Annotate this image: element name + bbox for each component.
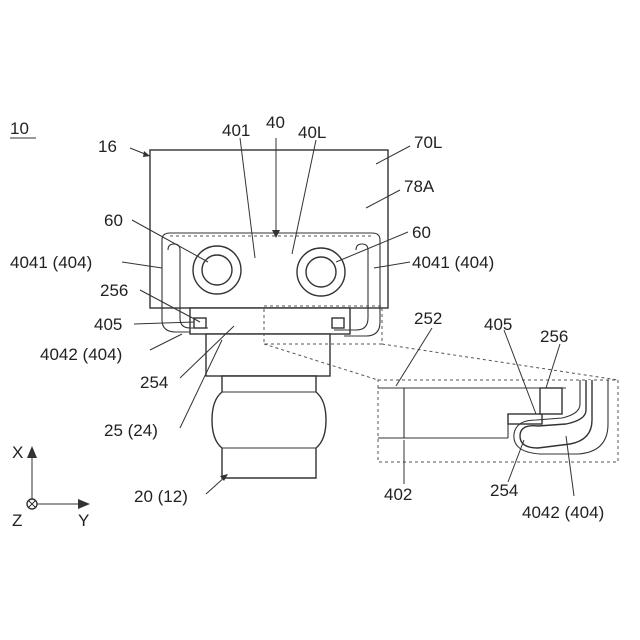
label-detail-256: 256 xyxy=(540,327,568,346)
figure-number: 10 xyxy=(10,119,29,138)
body-25 xyxy=(206,334,330,376)
detail-view xyxy=(378,380,608,454)
label-arm-left: 4041 (404) xyxy=(10,253,92,272)
label-detail-4042: 4042 (404) xyxy=(522,503,604,522)
axes-indicator xyxy=(27,446,90,509)
label-screw-right: 60 xyxy=(412,223,431,242)
axis-z-label: Z xyxy=(12,511,22,530)
tab-right xyxy=(332,318,344,328)
plug-20 xyxy=(212,376,326,478)
label-detail-254: 254 xyxy=(490,481,518,500)
label-detail-405: 405 xyxy=(484,315,512,334)
label-body: 25 (24) xyxy=(104,421,158,440)
screw-right xyxy=(297,248,345,296)
screw-left xyxy=(193,246,241,294)
label-hook-405: 405 xyxy=(94,315,122,334)
axis-x-label: X xyxy=(12,443,23,462)
label-cover-left: 40L xyxy=(298,123,326,142)
body-flange xyxy=(190,308,350,334)
label-cover-top: 401 xyxy=(222,121,250,140)
label-tab-256: 256 xyxy=(100,281,128,300)
label-screw-left: 60 xyxy=(104,211,123,230)
label-region-78a: 78A xyxy=(404,177,435,196)
label-detail-402: 402 xyxy=(384,485,412,504)
y-arrow-icon xyxy=(78,499,90,509)
detail-connector-right xyxy=(382,344,618,380)
x-arrow-icon xyxy=(27,446,37,458)
label-detail-252: 252 xyxy=(414,309,442,328)
label-notch-254: 254 xyxy=(140,373,168,392)
label-cover: 40 xyxy=(266,113,285,132)
label-housing: 16 xyxy=(98,137,117,156)
label-hook-4042: 4042 (404) xyxy=(40,345,122,364)
label-side-70l: 70L xyxy=(414,133,442,152)
label-arm-right: 4041 (404) xyxy=(412,253,494,272)
axis-y-label: Y xyxy=(78,511,89,530)
housing-16 xyxy=(150,150,388,308)
label-plug: 20 (12) xyxy=(134,487,188,506)
